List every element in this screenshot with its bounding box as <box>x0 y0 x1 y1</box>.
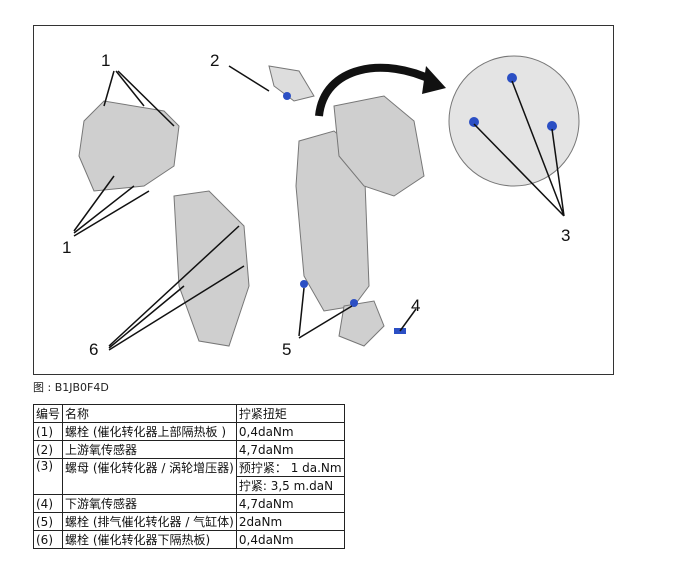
cell-torque: 4,7daNm <box>235 440 345 459</box>
cell-name: 螺栓 (催化转化器下隔热板) <box>62 530 237 549</box>
detail-inset <box>448 55 580 187</box>
callout-5: 5 <box>282 340 292 359</box>
cell-no: (6) <box>32 530 64 549</box>
downpipe <box>338 300 385 347</box>
cell-no: (4) <box>32 494 64 513</box>
cell-name: 上游氧传感器 <box>62 440 237 459</box>
callout-2: 2 <box>210 51 220 70</box>
oxygen-sensor-upstream <box>268 65 315 102</box>
callout-3: 3 <box>561 226 571 245</box>
callout-1-bottom: 1 <box>62 238 72 257</box>
cell-no: (3) <box>32 458 64 495</box>
torque-table: 编号名称拧紧扭矩 (1)螺栓 (催化转化器上部隔热板 )0,4daNm (2)上… <box>32 404 345 549</box>
cell-name: 螺栓 (排气催化转化器 / 气缸体) <box>62 512 237 531</box>
cell-torque: 2daNm <box>235 512 345 531</box>
diagram-illustration <box>73 55 580 351</box>
header-name: 名称 <box>62 404 237 423</box>
callout-4: 4 <box>411 296 421 315</box>
exploded-diagram: 1 1 2 3 4 5 6 <box>33 25 614 375</box>
callout-1-top: 1 <box>101 51 111 70</box>
cell-name: 螺栓 (催化转化器上部隔热板 ) <box>62 422 237 441</box>
upper-heat-shield <box>78 100 180 192</box>
cell-torque: 4,7daNm <box>235 494 345 513</box>
lower-heat-shield <box>173 190 250 347</box>
cell-no: (1) <box>32 422 64 441</box>
cell-torque-final: 拧紧: 3,5 m.daN <box>235 476 345 495</box>
cell-torque: 0,4daNm <box>235 530 345 549</box>
table-row: (6)螺栓 (催化转化器下隔热板)0,4daNm <box>32 530 345 549</box>
cell-no: (2) <box>32 440 64 459</box>
table-row: (3)螺母 (催化转化器 / 涡轮增压器)预拧紧： 1 da.Nm <box>32 458 345 495</box>
cell-name: 螺母 (催化转化器 / 涡轮增压器) <box>62 458 237 495</box>
table-row: (5)螺栓 (排气催化转化器 / 气缸体)2daNm <box>32 512 345 531</box>
header-no: 编号 <box>32 404 64 423</box>
table-header: 编号名称拧紧扭矩 <box>32 404 345 423</box>
cell-torque: 预拧紧： 1 da.Nm <box>235 458 345 477</box>
cell-name: 下游氧传感器 <box>62 494 237 513</box>
header-torque: 拧紧扭矩 <box>235 404 345 423</box>
table-row: (1)螺栓 (催化转化器上部隔热板 )0,4daNm <box>32 422 345 441</box>
callout-6: 6 <box>89 340 99 359</box>
figure-caption: 图 : B1JB0F4D <box>33 381 109 394</box>
direction-arrow <box>315 63 436 117</box>
cell-no: (5) <box>32 512 64 531</box>
cell-torque: 0,4daNm <box>235 422 345 441</box>
turbocharger <box>333 95 425 197</box>
